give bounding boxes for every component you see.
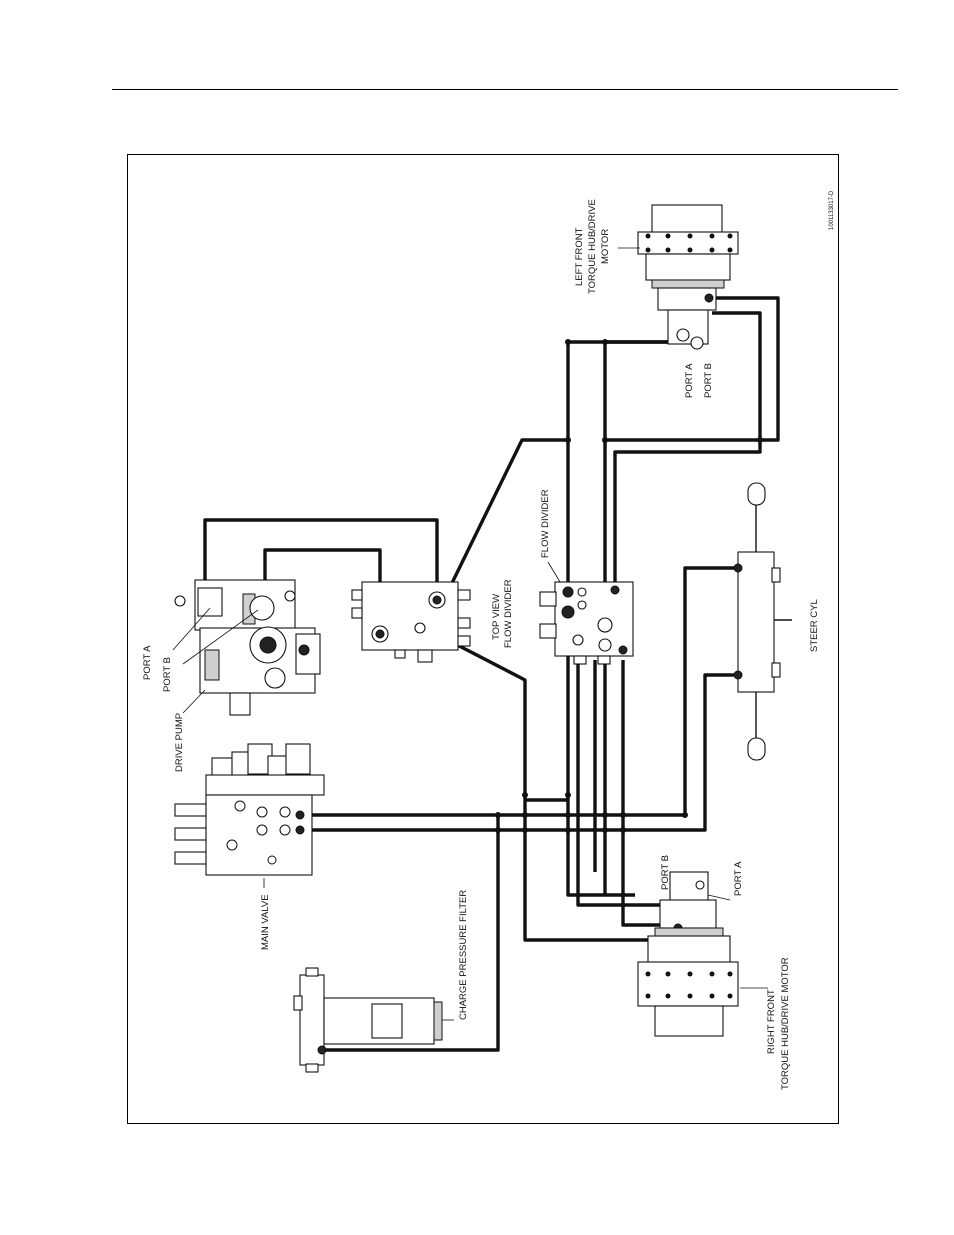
label-top-view-2: FLOW DIVIDER <box>503 579 514 648</box>
label-drive-pump: DRIVE PUMP <box>174 713 185 772</box>
label-pump-port-b: PORT B <box>162 657 173 692</box>
flow-divider <box>540 562 633 664</box>
label-charge-pressure-filter: CHARGE PRESSURE FILTER <box>458 890 469 1020</box>
label-left-port-a: PORT A <box>684 363 695 398</box>
label-left-front-motor-2: TORQUE HUB/DRIVE <box>587 199 598 294</box>
hose-main-valve-2 <box>300 675 738 830</box>
label-main-valve: MAIN VALVE <box>260 894 271 950</box>
label-steer-cyl: STEER CYL <box>809 599 820 652</box>
label-left-port-b: PORT B <box>703 363 714 398</box>
hose-diagonal-lower <box>440 636 675 940</box>
label-left-front-motor-3: MOTOR <box>600 229 611 264</box>
steer-cylinder <box>734 483 792 760</box>
label-right-port-b: PORT B <box>660 855 671 890</box>
label-top-view-1: TOP VIEW <box>491 594 502 640</box>
label-flow-divider: FLOW DIVIDER <box>540 489 551 558</box>
label-pump-port-a: PORT A <box>142 645 153 680</box>
drive-pump <box>173 580 320 715</box>
label-left-front-motor-1: LEFT FRONT <box>574 227 585 286</box>
right-front-motor <box>638 872 768 1036</box>
charge-pressure-filter <box>294 968 454 1072</box>
drawing-id: 1001133017-D <box>829 190 835 230</box>
label-right-front-motor-2: TORQUE HUB/DRIVE MOTOR <box>780 957 791 1090</box>
label-right-port-a: PORT A <box>733 861 744 896</box>
label-right-front-motor-1: RIGHT FRONT <box>766 989 777 1054</box>
top-view-flow-divider <box>352 582 470 662</box>
left-front-motor <box>618 205 738 349</box>
hose-left-case-2 <box>615 313 760 590</box>
main-valve <box>175 744 324 888</box>
